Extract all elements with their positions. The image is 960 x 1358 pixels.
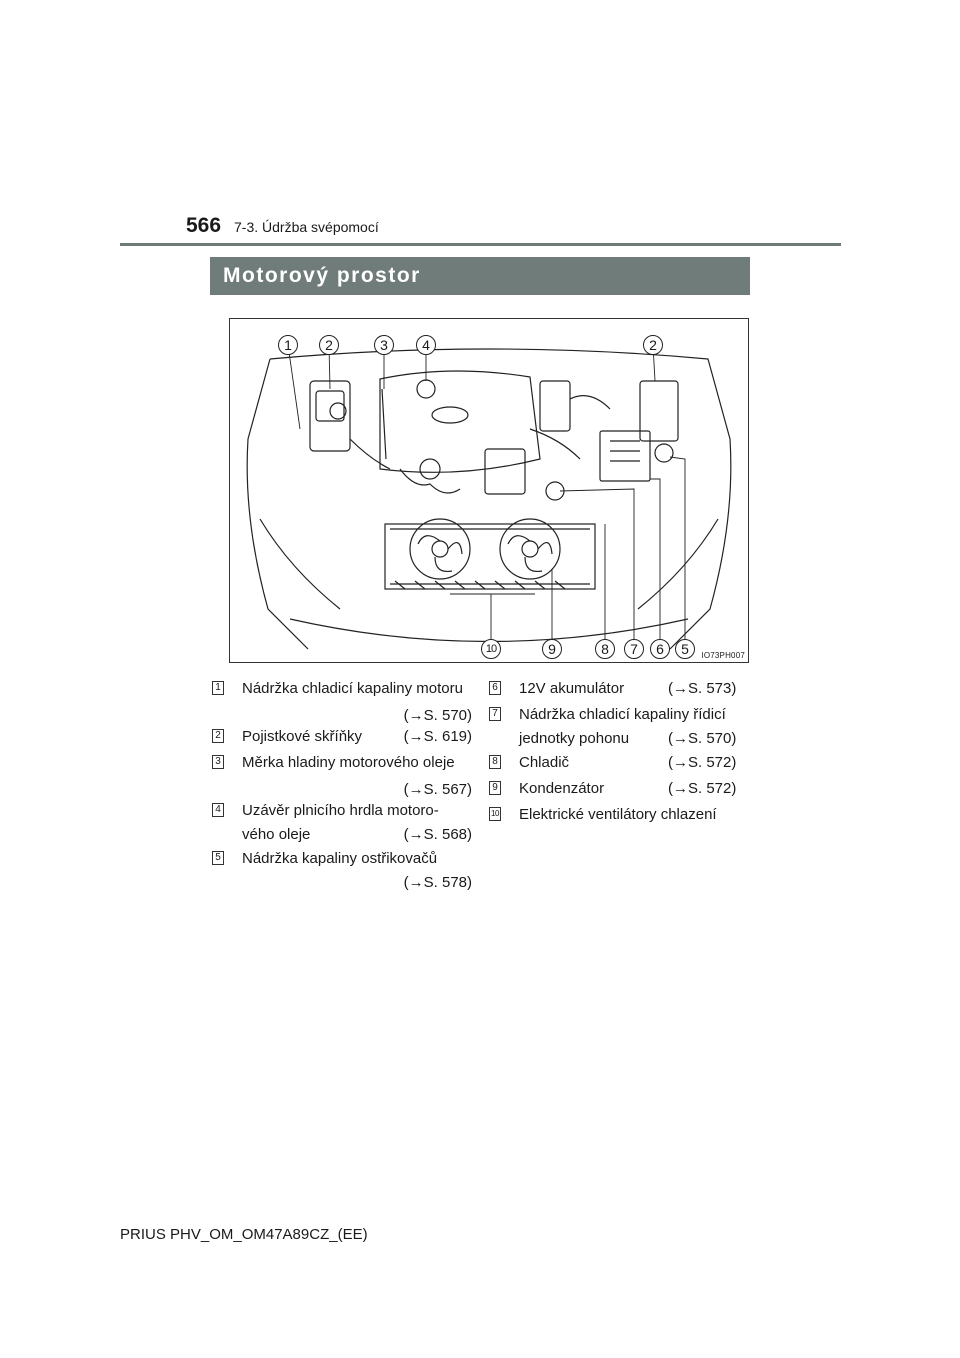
callout-2: 2 — [319, 335, 339, 355]
legend-number: 8 — [489, 755, 501, 769]
legend-text: Chladič — [519, 754, 570, 771]
legend-number: 2 — [212, 729, 224, 743]
legend-number: 3 — [212, 755, 224, 769]
legend-number: 10 — [489, 807, 501, 821]
legend-item-10: 10 Elektrické ventilátory chlazení — [489, 801, 749, 828]
legend-text: Pojistkové skříňky — [242, 728, 363, 745]
section-title: 7-3. Údržba svépomocí — [234, 219, 379, 235]
callout-3: 3 — [374, 335, 394, 355]
callout-7: 7 — [624, 639, 644, 659]
legend-page-ref: (→S. 568) — [403, 826, 472, 843]
legend-item-4: 4 Uzávěr plnicího hrdla motoro- vého ole… — [212, 797, 472, 851]
legend-text: Nádržka chladicí kapaliny řídicí — [519, 706, 726, 723]
legend-number: 9 — [489, 781, 501, 795]
legend-page-ref: (→S. 619) — [403, 728, 472, 745]
callout-1: 1 — [278, 335, 298, 355]
callout-2-right: 2 — [643, 335, 663, 355]
legend-page-ref: (→S. 567) — [403, 781, 472, 798]
header-rule — [120, 243, 841, 246]
callout-4: 4 — [416, 335, 436, 355]
legend-number: 6 — [489, 681, 501, 695]
legend-text: Nádržka chladicí kapaliny motoru — [242, 680, 463, 697]
legend-item-5: 5 Nádržka kapaliny ostřikovačů (→S. 578) — [212, 845, 472, 899]
legend-number: 5 — [212, 851, 224, 865]
legend-item-9: 9 Kondenzátor (→S. 572) — [489, 775, 749, 802]
legend-item-3: 3 Měrka hladiny motorového oleje (→S. 56… — [212, 749, 472, 803]
legend-item-8: 8 Chladič (→S. 572) — [489, 749, 749, 776]
callout-9: 9 — [542, 639, 562, 659]
legend-text-line2: jednotky pohonu — [519, 730, 630, 747]
legend-page-ref: (→S. 570) — [403, 707, 472, 724]
callout-10: 10 — [481, 639, 501, 659]
legend-item-2: 2 Pojistkové skříňky (→S. 619) — [212, 723, 472, 750]
legend-number: 1 — [212, 681, 224, 695]
legend-text: 12V akumulátor — [519, 680, 625, 697]
section-banner: Motorový prostor — [210, 257, 750, 295]
callout-8: 8 — [595, 639, 615, 659]
legend-item-7: 7 Nádržka chladicí kapaliny řídicí jedno… — [489, 701, 749, 755]
legend-text: Nádržka kapaliny ostřikovačů — [242, 850, 438, 867]
legend-text: Uzávěr plnicího hrdla motoro- — [242, 802, 439, 819]
callout-6: 6 — [650, 639, 670, 659]
legend-text: Elektrické ventilátory chlazení — [519, 806, 717, 823]
legend-number: 7 — [489, 707, 501, 721]
legend-page-ref: (→S. 570) — [668, 730, 737, 747]
engine-compartment-drawing — [246, 344, 732, 650]
legend-text: Kondenzátor — [519, 780, 605, 797]
legend-number: 4 — [212, 803, 224, 817]
legend-item-6: 6 12V akumulátor (→S. 573) — [489, 675, 749, 702]
legend-page-ref: (→S. 572) — [668, 780, 737, 797]
legend-text: Měrka hladiny motorového oleje — [242, 754, 455, 771]
engine-compartment-figure: 1 2 3 4 2 10 9 8 7 6 5 IO73PH007 — [229, 318, 749, 663]
page-number: 566 — [186, 214, 222, 237]
legend-page-ref: (→S. 573) — [668, 680, 737, 697]
legend-page-ref: (→S. 578) — [403, 874, 472, 891]
legend-page-ref: (→S. 572) — [668, 754, 737, 771]
callout-5: 5 — [675, 639, 695, 659]
document-footer: PRIUS PHV_OM_OM47A89CZ_(EE) — [120, 1226, 368, 1243]
figure-code: IO73PH007 — [701, 651, 745, 660]
legend-item-1: 1 Nádržka chladicí kapaliny motoru (→S. … — [212, 675, 472, 729]
legend-text-line2: vého oleje — [242, 826, 311, 843]
